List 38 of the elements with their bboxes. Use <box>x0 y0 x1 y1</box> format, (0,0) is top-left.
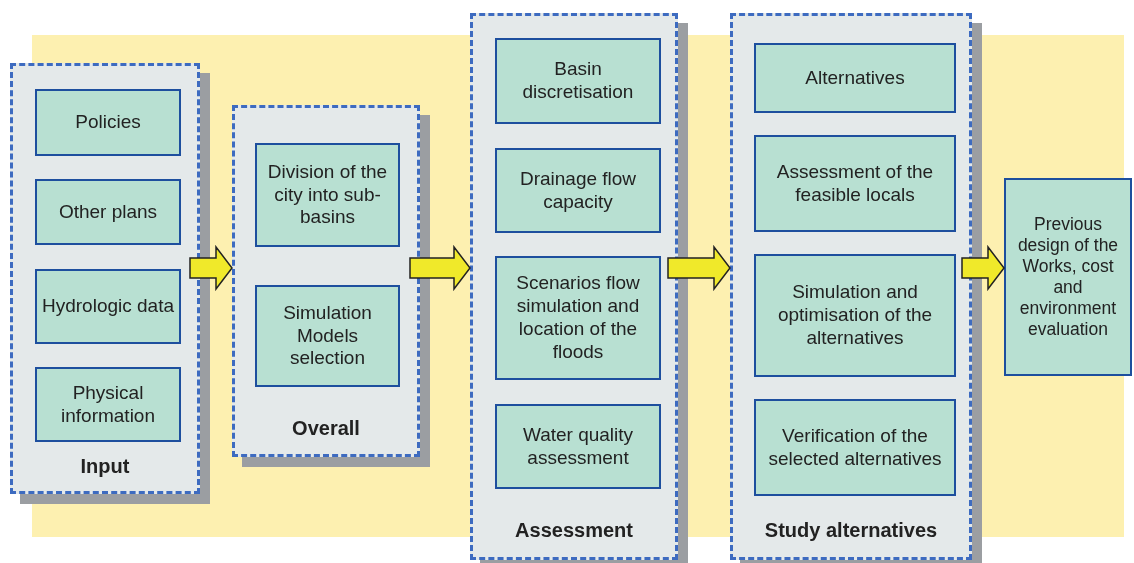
process-box <box>35 269 181 344</box>
process-box <box>754 399 956 496</box>
stage-title: Input <box>80 455 130 478</box>
box-label: Hydrologic data <box>42 295 174 318</box>
box-label: Verification of the selected alternatives <box>767 424 943 471</box>
box-label: Other plans <box>58 200 158 224</box>
box-label: Alternatives <box>805 66 905 90</box>
box-label: Simulation and optimisation of the alternatives <box>776 281 934 350</box>
box-label: Water quality assessment <box>521 423 635 470</box>
stage-title: Assessment <box>515 519 633 542</box>
box-label: Scenarios flow simulation and location of the floods <box>515 272 641 364</box>
box-label: Assessment of the feasible locals <box>775 160 935 207</box>
process-box <box>255 285 400 387</box>
box-label: Policies <box>75 111 141 134</box>
block-arrow <box>961 244 1005 292</box>
process-box <box>495 38 661 124</box>
process-box <box>754 43 956 113</box>
stage-title: Study alternatives <box>764 519 938 542</box>
box-label: Division of the city into sub-basins <box>266 160 389 230</box>
box-label: Basin discretisation <box>521 58 635 104</box>
process-box <box>1004 178 1132 376</box>
block-arrow <box>667 244 731 292</box>
process-box <box>35 367 181 442</box>
stage-title: Overall <box>292 417 360 440</box>
process-box <box>255 143 400 247</box>
process-box <box>495 256 661 380</box>
process-box <box>35 89 181 156</box>
process-box <box>495 404 661 489</box>
process-box <box>35 179 181 245</box>
process-box <box>754 254 956 377</box>
box-label: Previous design of the Works, cost and environment evaluation <box>1016 214 1120 340</box>
process-box <box>754 135 956 232</box>
box-label: Simulation Models selection <box>282 301 373 371</box>
block-arrow <box>409 244 471 292</box>
box-label: Drainage flow capacity <box>518 167 638 214</box>
block-arrow <box>189 244 233 292</box>
box-label: Physical information <box>60 381 156 428</box>
process-box <box>495 148 661 233</box>
